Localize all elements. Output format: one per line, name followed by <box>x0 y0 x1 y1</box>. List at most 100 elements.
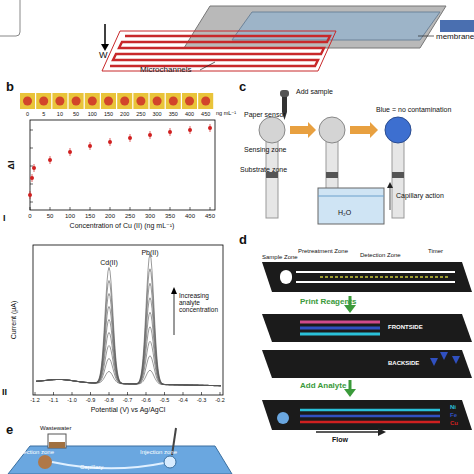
axis-ticks <box>146 392 147 395</box>
metal-label: Cu <box>450 420 458 427</box>
strip-value: 250 <box>136 111 145 117</box>
axis-tick: 100 <box>65 213 75 220</box>
axis-ticks <box>220 392 221 395</box>
axis-ticks <box>30 148 33 149</box>
voltammogram-curves <box>36 254 221 385</box>
panel-c-illustration <box>350 122 378 138</box>
panel-e-illustration <box>52 462 164 468</box>
axis-title: Concentration of Cu (II) (ng mL⁻¹) <box>70 222 175 230</box>
data-points <box>128 136 132 140</box>
data-points <box>108 140 112 144</box>
axis-ticks <box>90 207 91 210</box>
strip-value: 50 <box>73 111 79 117</box>
strip-value: 350 <box>169 111 178 117</box>
axis-tick: 350 <box>165 213 175 220</box>
panel-b-plot-frame <box>30 120 215 210</box>
axis-ticks <box>170 207 171 210</box>
data-points <box>28 193 32 197</box>
panel-d-illustration <box>262 314 472 342</box>
panel-c-illustration <box>259 117 285 143</box>
panel-d-illustration <box>320 276 450 278</box>
color-strip <box>136 97 145 106</box>
axis-title: Current (μA) <box>10 301 18 340</box>
color-strip <box>150 93 165 109</box>
axis-tick: -0.6 <box>141 397 150 403</box>
text-label: Capillary action <box>396 192 446 200</box>
axis-ticks <box>30 184 33 185</box>
axis-ticks <box>35 392 36 395</box>
panel-d-illustration <box>296 281 455 283</box>
panel-d-illustration <box>300 327 380 330</box>
panel-ii-plot-frame <box>171 287 177 294</box>
unit-label: ng mL⁻¹ <box>216 110 236 116</box>
panel-d-illustration <box>300 421 440 424</box>
panel-d-illustration <box>280 270 292 284</box>
axis-ticks <box>201 392 202 395</box>
axis-title: ΔI <box>7 161 17 170</box>
text-label: Increasing analyte concentration <box>179 292 223 313</box>
panel-c-illustration <box>390 186 391 210</box>
panel-a-illustration <box>0 0 20 36</box>
panel-numeral: I <box>3 214 6 224</box>
panel-c-illustration <box>280 90 289 97</box>
color-strip <box>88 97 97 106</box>
text-label: Substrate zone <box>240 166 287 174</box>
panel-a-illustration <box>418 36 434 37</box>
data-points <box>168 130 172 134</box>
axis-ticks <box>30 130 33 131</box>
panel-c-illustration <box>318 196 384 197</box>
data-points <box>148 133 152 137</box>
panel-letter: c <box>239 80 246 94</box>
axis-tick: -0.4 <box>178 397 187 403</box>
color-strip <box>23 97 32 106</box>
color-strip <box>39 97 48 106</box>
text-label: Flow <box>332 436 348 444</box>
axis-ticks <box>72 392 73 395</box>
text-label: Detection Zone <box>360 252 401 259</box>
metal-label: Ni <box>450 404 456 411</box>
axis-tick: 50 <box>47 213 54 220</box>
panel-c-illustration <box>392 140 404 218</box>
text-label: Pretreatment Zone <box>298 248 348 255</box>
color-strip <box>120 97 129 106</box>
panel-d-illustration <box>440 352 448 360</box>
panel-d-illustration <box>300 409 440 412</box>
axis-ticks <box>150 207 151 210</box>
strip-value: 0 <box>26 111 29 117</box>
panel-b-plot-frame <box>30 120 215 210</box>
color-strip <box>166 93 181 109</box>
axis-ticks <box>190 207 191 210</box>
axis-tick: 0 <box>28 213 31 220</box>
panel-d-illustration <box>452 356 460 364</box>
text-label: Injection zone <box>140 449 177 456</box>
axis-ticks <box>50 207 51 210</box>
data-points <box>48 158 52 162</box>
text-label: Microchannels <box>140 66 192 75</box>
panel-letter: b <box>6 80 14 94</box>
step-label: Add Analyte <box>300 382 346 391</box>
axis-ticks <box>30 130 210 210</box>
text-label: W <box>99 51 108 61</box>
voltammogram-curves <box>36 312 221 385</box>
axis-ticks <box>110 207 111 210</box>
panel-c-illustration <box>387 182 393 188</box>
strip-value: 300 <box>153 111 162 117</box>
axis-ticks <box>30 207 31 210</box>
step-label: Print Reagents <box>300 298 356 307</box>
data-points <box>208 126 212 130</box>
data-points <box>32 166 36 170</box>
color-strip <box>55 97 64 106</box>
axis-ticks <box>127 392 128 395</box>
voltammogram-curves <box>36 341 221 385</box>
panel-d-illustration <box>344 305 356 313</box>
axis-tick: -1.2 <box>30 397 39 403</box>
panel-d-illustration <box>262 350 472 378</box>
axis-ticks <box>130 207 131 210</box>
axis-ticks <box>30 166 33 167</box>
axis-tick: 250 <box>125 213 135 220</box>
text-label: Sensing zone <box>244 146 286 154</box>
panel-c-illustration <box>282 96 287 112</box>
axis-tick: -0.9 <box>86 397 95 403</box>
axis-tick: 150 <box>85 213 95 220</box>
panel-d-illustration <box>262 262 472 292</box>
